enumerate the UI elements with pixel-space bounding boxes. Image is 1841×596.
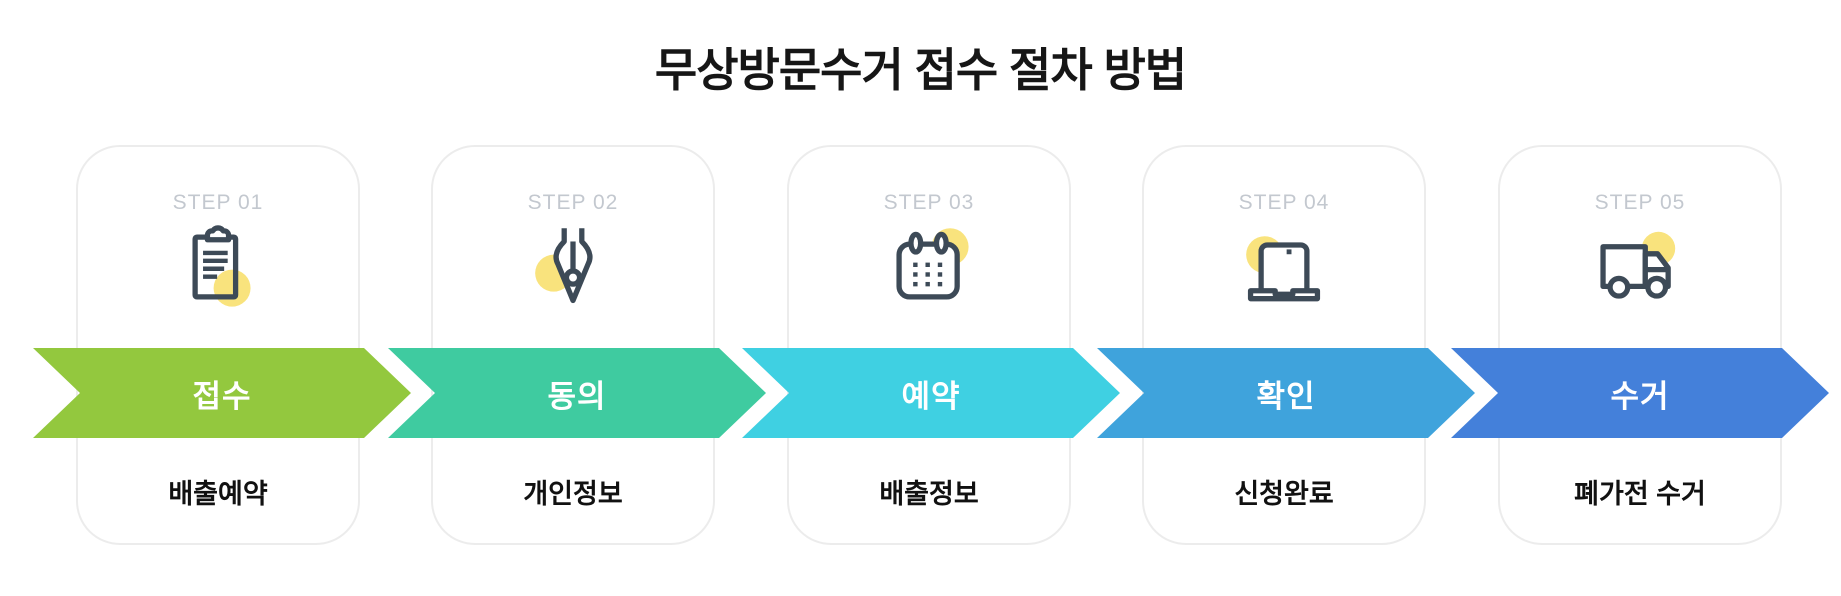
step-description: 배출정보 [879, 479, 979, 509]
step-number-label: STEP 02 [527, 191, 619, 214]
step-description: 신청완료 [1234, 479, 1334, 509]
step-number-label: STEP 03 [883, 191, 975, 214]
step-number-label: STEP 05 [1594, 191, 1686, 214]
arrow-step-5: 수거 [1451, 348, 1829, 438]
step-description: 폐가전 수거 [1574, 479, 1706, 509]
laptop-icon [1246, 236, 1321, 302]
step-number-label: STEP 01 [172, 191, 264, 214]
step-number-label: STEP 04 [1238, 191, 1330, 214]
step-description: 배출예약 [168, 479, 268, 509]
clipboard-icon [192, 225, 251, 307]
arrow-label: 접수 [192, 378, 252, 414]
step-icon-wrap [789, 223, 1069, 311]
step-icon-wrap [78, 223, 358, 311]
arrow-label: 확인 [1256, 378, 1316, 414]
pen-nib-icon [535, 228, 593, 304]
arrow-label: 수거 [1610, 378, 1670, 414]
arrow-step-4: 확인 [1097, 348, 1475, 438]
step-card-4: STEP 04 신청완료 [1142, 145, 1426, 545]
calendar-icon [896, 228, 969, 300]
step-card-5: STEP 05 폐가전 수거 [1498, 145, 1782, 545]
step-card-2: STEP 02 개인정보 [431, 145, 715, 545]
arrow-label: 예약 [901, 378, 961, 414]
page-title: 무상방문수거 접수 절차 방법 [654, 44, 1187, 96]
truck-icon [1600, 231, 1676, 299]
step-description: 개인정보 [523, 479, 623, 509]
arrow-label: 동의 [547, 378, 607, 414]
arrow-step-1: 접수 [33, 348, 411, 438]
step-card-3: STEP 03 배출정보 [787, 145, 1071, 545]
step-icon-wrap [1500, 223, 1780, 311]
step-icon-wrap [433, 223, 713, 311]
step-card-1: STEP 01 배출예약 [76, 145, 360, 545]
arrow-step-2: 동의 [388, 348, 766, 438]
step-icon-wrap [1144, 223, 1424, 311]
arrow-step-3: 예약 [742, 348, 1120, 438]
